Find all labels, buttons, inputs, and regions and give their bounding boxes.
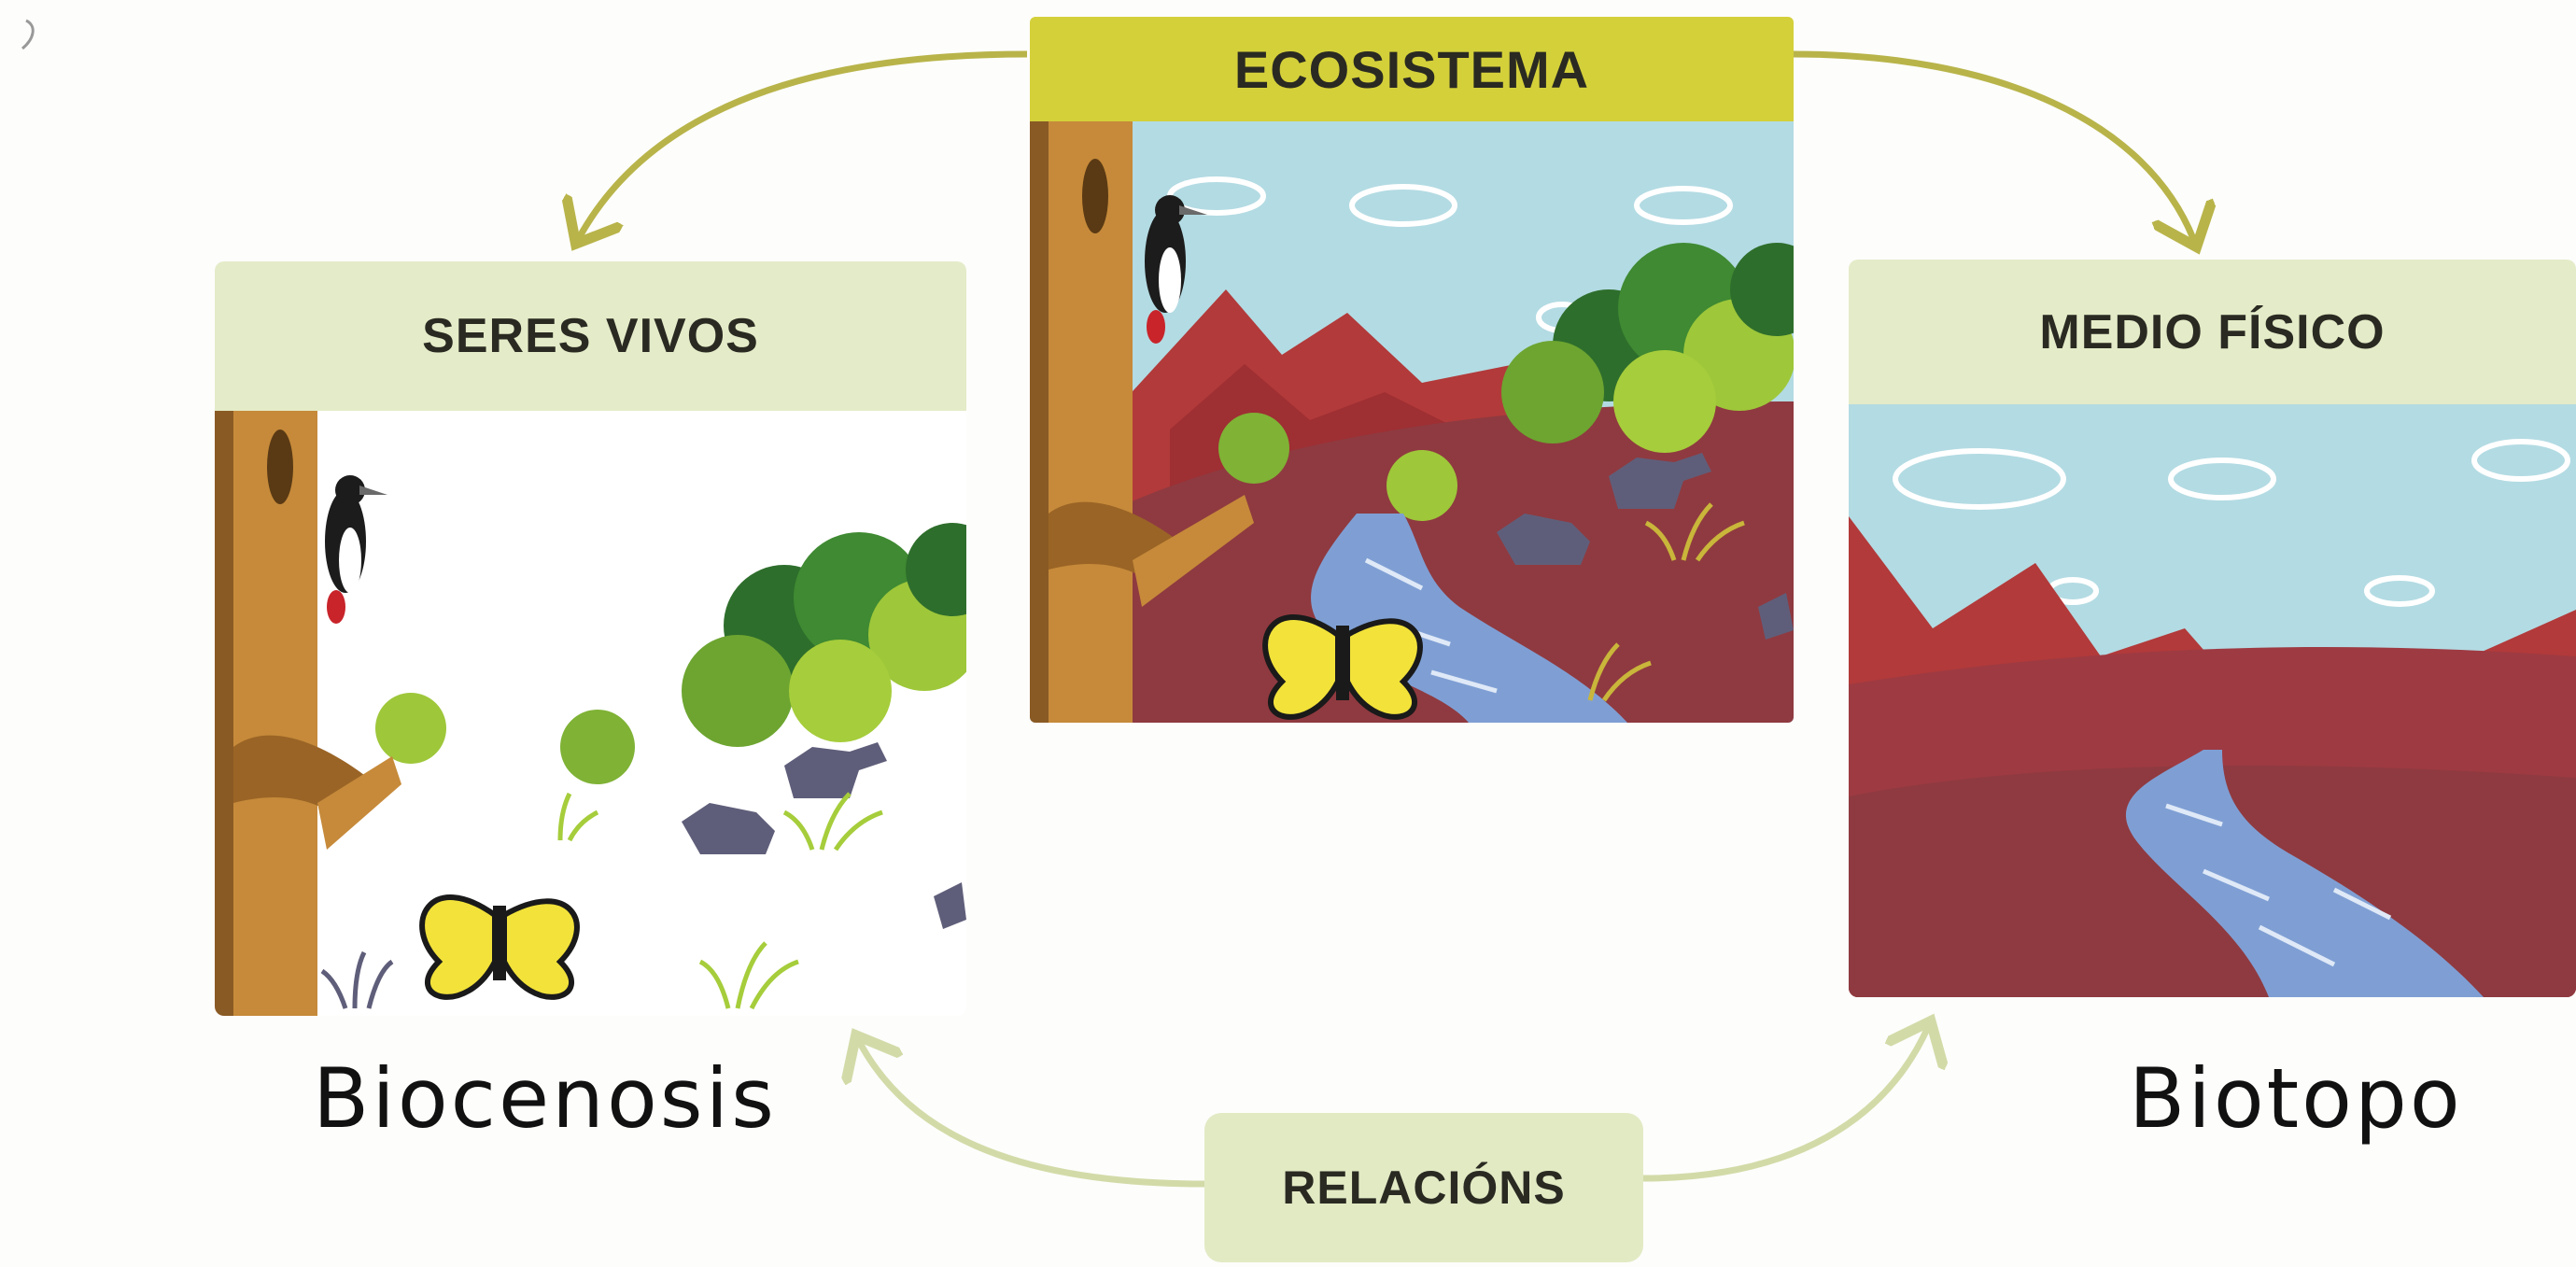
grass-icon: [320, 950, 394, 1009]
wolf-icon: [1497, 453, 1794, 640]
ecosistema-title: ECOSISTEMA: [1233, 39, 1590, 99]
arrow-relacions-to-seres-vivos: [859, 1041, 1205, 1188]
ecosistema-header: ECOSISTEMA: [1030, 17, 1794, 121]
medio-fisico-header: MEDIO FÍSICO: [1849, 260, 2576, 404]
biocenosis-caption: Biocenosis: [313, 1050, 777, 1147]
river-icon: [2125, 750, 2484, 997]
woodpecker-icon: [325, 475, 387, 624]
seres-vivos-header: SERES VIVOS: [215, 261, 966, 411]
biotopo-caption: Biotopo: [2129, 1050, 2463, 1147]
relacions-box: RELACIÓNS: [1204, 1113, 1643, 1262]
bush-icon: [1218, 243, 1794, 521]
ecosistema-box: ECOSISTEMA: [1030, 17, 1794, 723]
relacions-title: RELACIÓNS: [1282, 1161, 1566, 1214]
arrow-ecosistema-to-medio-fisico: [1792, 50, 2194, 241]
medio-fisico-box: MEDIO FÍSICO: [1849, 260, 2576, 997]
arrow-relacions-to-medio-fisico: [1642, 1027, 1928, 1182]
tree-icon: [1030, 121, 1254, 723]
wolf-icon: [682, 742, 966, 929]
grass-icon: [557, 792, 883, 1010]
tree-icon: [215, 411, 401, 1016]
seres-vivos-title: SERES VIVOS: [422, 309, 759, 363]
medio-fisico-title: MEDIO FÍSICO: [2039, 304, 2386, 359]
scan-mark: [21, 19, 35, 50]
woodpecker-icon: [1145, 195, 1207, 344]
butterfly-icon: [1262, 614, 1423, 720]
ecosistema-illustration: [1030, 121, 1794, 723]
medio-fisico-illustration: [1849, 404, 2576, 997]
seres-vivos-illustration: [215, 411, 966, 1016]
bush-icon: [375, 523, 966, 784]
grass-icon: [1587, 502, 1745, 702]
seres-vivos-box: SERES VIVOS: [215, 261, 966, 1016]
butterfly-icon: [419, 894, 580, 1000]
arrow-ecosistema-to-seres-vivos: [579, 50, 1028, 238]
